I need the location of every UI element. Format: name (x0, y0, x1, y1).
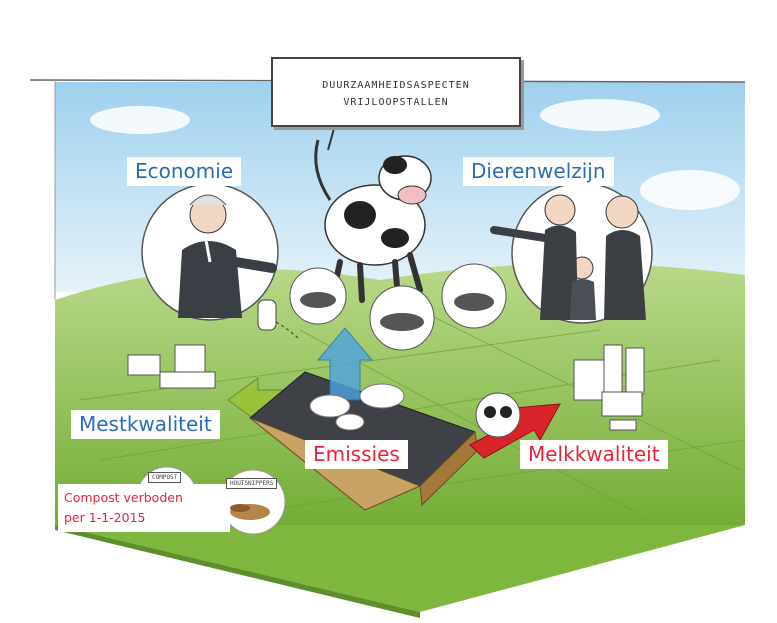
label-emissies: Emissies (305, 440, 408, 469)
economie-circle (141, 183, 279, 321)
farm-buildings (127, 344, 216, 389)
emission-clouds (309, 383, 405, 431)
sign-line-2: VRIJLOOPSTALLEN (343, 97, 449, 108)
compost-note-line-2: per 1-1-2015 (64, 510, 146, 525)
sign-post (327, 124, 336, 151)
dierenwelzijn-circle (490, 182, 653, 324)
cow-faces-circle (475, 392, 521, 438)
compost-note: Compost verboden per 1-1-2015 (58, 484, 230, 532)
milk-factory (573, 344, 645, 431)
label-mestkwaliteit: Mestkwaliteit (71, 410, 220, 439)
label-melkkwaliteit: Melkkwaliteit (520, 440, 668, 469)
cow-lying-circle-left (289, 267, 347, 325)
cow-lying-circle-center (369, 285, 435, 351)
compost-note-line-1: Compost verboden (64, 490, 183, 505)
sign-line-1: DUURZAAMHEIDSASPECTEN (322, 80, 470, 91)
title-sign: DUURZAAMHEIDSASPECTEN VRIJLOOPSTALLEN (271, 57, 521, 127)
label-economie: Economie (127, 157, 242, 186)
clouds (90, 99, 740, 210)
houtsnippers-mini-sign: HOUTSNIPPERS (226, 478, 278, 489)
compost-mini-sign: COMPOST (148, 472, 182, 483)
grass-slab-side (55, 525, 420, 618)
cow-lying-circle-right (441, 263, 507, 329)
label-dierenwelzijn: Dierenwelzijn (463, 157, 614, 186)
milk-bottle-drawing (257, 299, 301, 341)
grass-slab (55, 525, 745, 612)
cow-illustration (314, 139, 432, 303)
